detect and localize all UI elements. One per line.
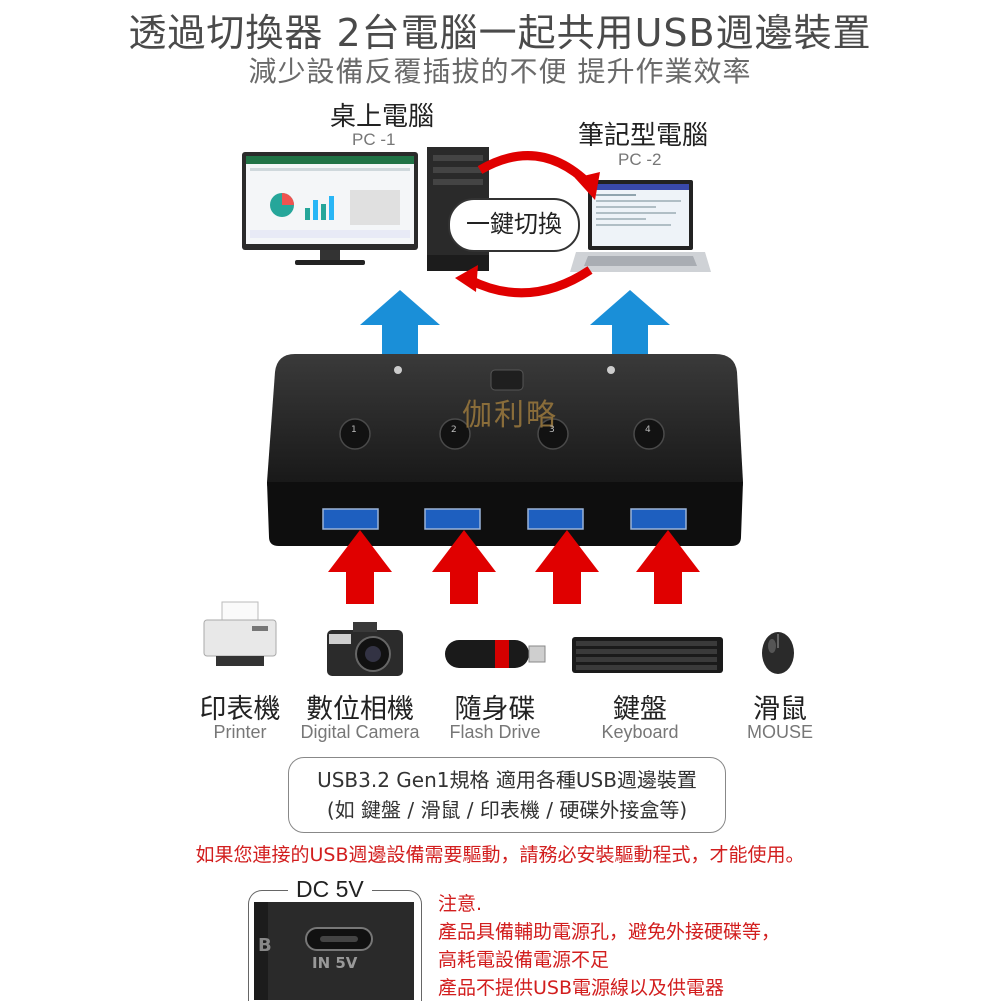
usb-c-port-illustration [254,902,414,1000]
device-mouse-sub: MOUSE [746,722,813,742]
spec-line-2: (如 鍵盤 / 滑鼠 / 印表機 / 硬碟外接盒等) [326,798,688,822]
hub-button-2-label: 2 [451,425,457,435]
device-keyboard-name: 鍵盤 [613,694,667,725]
notes-title: 注意. [438,893,483,915]
switch-arrows-icon [455,151,600,298]
blue-arrow-up-right-icon [590,290,670,360]
flash-drive-icon [445,640,546,668]
hub-button-1-label: 1 [351,425,357,435]
red-arrow-up-3-icon [535,530,599,604]
device-flash-name: 隨身碟 [454,694,536,725]
brand-logo: 伽利略 [462,398,558,433]
red-arrow-up-1-icon [328,530,392,604]
monitor-icon [242,152,418,265]
pc2-label: 筆記型電腦 [578,121,709,151]
device-keyboard-sub: Keyboard [601,722,679,742]
hub-button-4-label: 4 [645,425,651,435]
red-arrow-up-2-icon [432,530,496,604]
camera-icon [327,622,403,676]
device-camera-sub: Digital Camera [300,722,420,742]
notes-line-2: 高耗電設備電源不足 [438,949,610,971]
notes-line-1: 產品具備輔助電源孔，避免外接硬碟等， [438,921,781,943]
notes-line-3: 產品不提供USB電源線以及供電器 [438,977,725,999]
page-subtitle: 減少設備反覆插拔的不便 提升作業效率 [248,55,752,88]
one-key-switch-badge: 一鍵切換 [448,198,580,252]
device-printer-sub: Printer [213,722,267,742]
usb-hub-device [267,354,743,546]
hub-button-3-label: 3 [549,425,555,435]
keyboard-icon [572,637,723,673]
port-in5v-label: IN 5V [312,954,358,972]
pc2-sub: PC -2 [618,150,662,169]
driver-warning: 如果您連接的USB週邊設備需要驅動，請務必安裝驅動程式，才能使用。 [195,844,805,866]
dc-label: DC 5V [288,876,372,903]
device-flash-sub: Flash Drive [449,722,541,742]
device-mouse-name: 滑鼠 [753,694,807,725]
pc1-sub: PC -1 [352,130,396,149]
notes-block: 注意. 產品具備輔助電源孔，避免外接硬碟等， 高耗電設備電源不足 產品不提供US… [438,890,780,1002]
page-title: 透過切換器 2台電腦一起共用USB週邊裝置 [128,11,872,55]
pc1-label: 桌上電腦 [330,102,435,132]
spec-box: USB3.2 Gen1規格 適用各種USB週邊裝置 (如 鍵盤 / 滑鼠 / 印… [288,757,726,833]
laptop-icon [570,180,711,272]
one-key-switch-label: 一鍵切換 [466,210,562,238]
mouse-icon [762,632,794,674]
port-letter: B [258,935,272,956]
blue-arrow-up-left-icon [360,290,440,360]
red-arrow-up-4-icon [636,530,700,604]
device-camera-name: 數位相機 [306,694,414,725]
spec-line-1: USB3.2 Gen1規格 適用各種USB週邊裝置 [317,768,697,792]
device-printer-name: 印表機 [199,694,281,725]
printer-icon [203,601,277,666]
